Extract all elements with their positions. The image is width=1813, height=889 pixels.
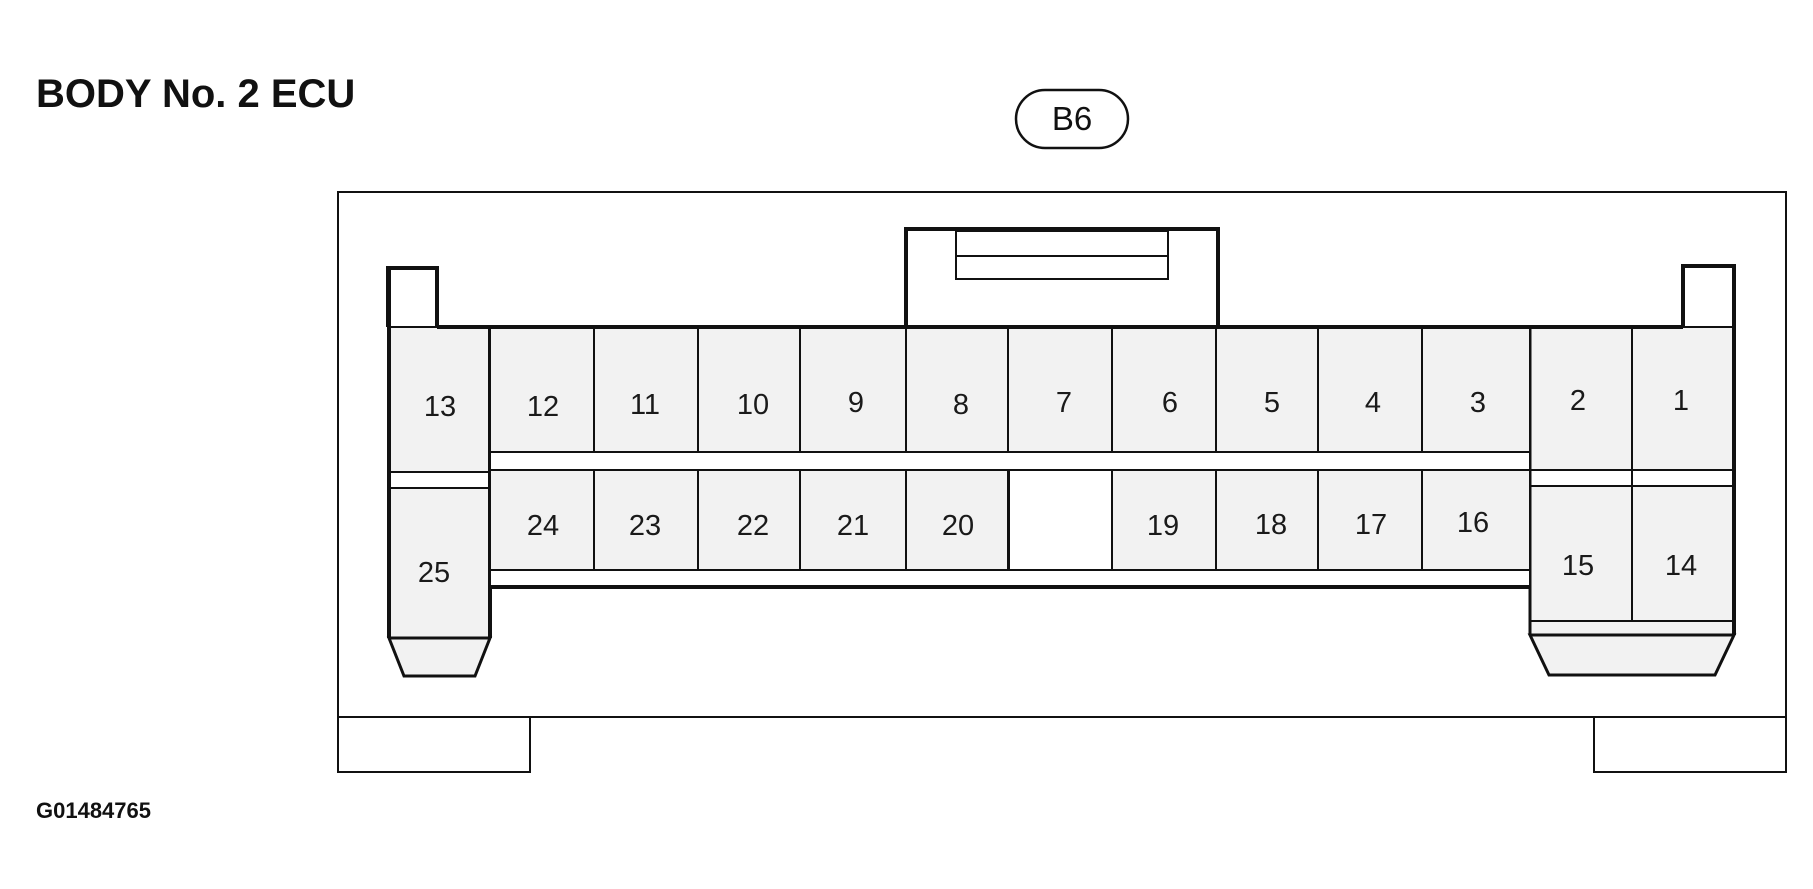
pin-label: 3 <box>1470 387 1486 419</box>
connector-housing <box>337 191 1787 773</box>
pin-label: 1 <box>1673 385 1689 417</box>
pin-label: 23 <box>629 510 661 542</box>
pin-label: 7 <box>1056 387 1072 419</box>
pin-label: 9 <box>848 387 864 419</box>
pin-label: 22 <box>737 510 769 542</box>
pin-label: 25 <box>418 557 450 589</box>
pins-bottom-row: 25 24 23 22 21 20 19 18 17 16 15 14 <box>418 507 1697 589</box>
pin-label: 5 <box>1264 387 1280 419</box>
pin-label: 21 <box>837 510 869 542</box>
pin-label: 10 <box>737 389 769 421</box>
connector-id: B6 <box>1052 100 1092 137</box>
pin-label: 18 <box>1255 509 1287 541</box>
pin-label: 6 <box>1162 387 1178 419</box>
pin-label: 11 <box>630 389 660 421</box>
pins-top-row: 13 12 11 10 9 8 7 6 5 4 3 2 1 <box>424 385 1689 423</box>
pin-label: 15 <box>1562 550 1594 582</box>
pin-label: 13 <box>424 391 456 423</box>
pin-label: 17 <box>1355 509 1387 541</box>
pin-label: 12 <box>527 391 559 423</box>
pin-label: 4 <box>1365 387 1381 419</box>
pin-label: 16 <box>1457 507 1489 539</box>
pin-body <box>386 268 1737 678</box>
pin-label: 19 <box>1147 510 1179 542</box>
pin-label: 8 <box>953 389 969 421</box>
pin-label: 24 <box>527 510 559 542</box>
diagram-title: BODY No. 2 ECU <box>36 72 355 116</box>
pin-label: 14 <box>1665 550 1697 582</box>
figure-code: G01484765 <box>36 798 151 823</box>
cell-dividers <box>593 327 1423 570</box>
pin-label: 20 <box>942 510 974 542</box>
pin-label: 2 <box>1570 385 1586 417</box>
connector-id-badge: B6 <box>1014 88 1130 150</box>
